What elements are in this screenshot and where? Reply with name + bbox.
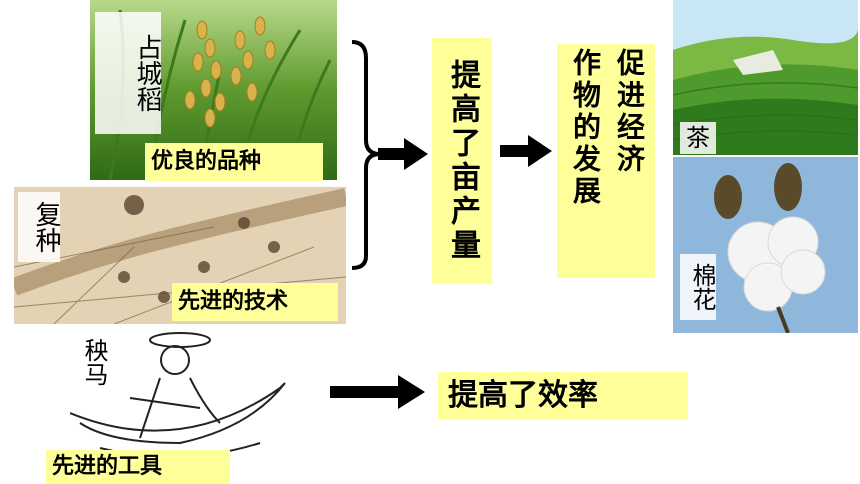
rice-caption: 优良的品种 [145, 143, 323, 181]
crops-box: 促进经济 作物的发展 [557, 44, 655, 278]
yield-box: 提高了亩产量 [432, 38, 492, 284]
tool-caption: 先进的工具 [46, 450, 230, 484]
tea-label: 茶 [680, 122, 716, 154]
cotton-label: 棉花 [680, 254, 716, 320]
arrow-to-crops [500, 135, 552, 167]
field-name-label: 复种 [18, 192, 61, 262]
efficiency-box: 提高了效率 [438, 372, 688, 420]
arrow-to-yield [378, 138, 428, 170]
field-caption: 先进的技术 [172, 283, 338, 321]
crops-box-column-2: 作物的发展 [569, 48, 602, 208]
arrow-to-efficiency [330, 375, 425, 409]
rice-name-label: 占城稻 [95, 12, 162, 134]
crops-box-column-1: 促进经济 [613, 48, 646, 176]
tool-name-label: 秧马 [80, 338, 108, 386]
curly-brace [351, 40, 381, 270]
